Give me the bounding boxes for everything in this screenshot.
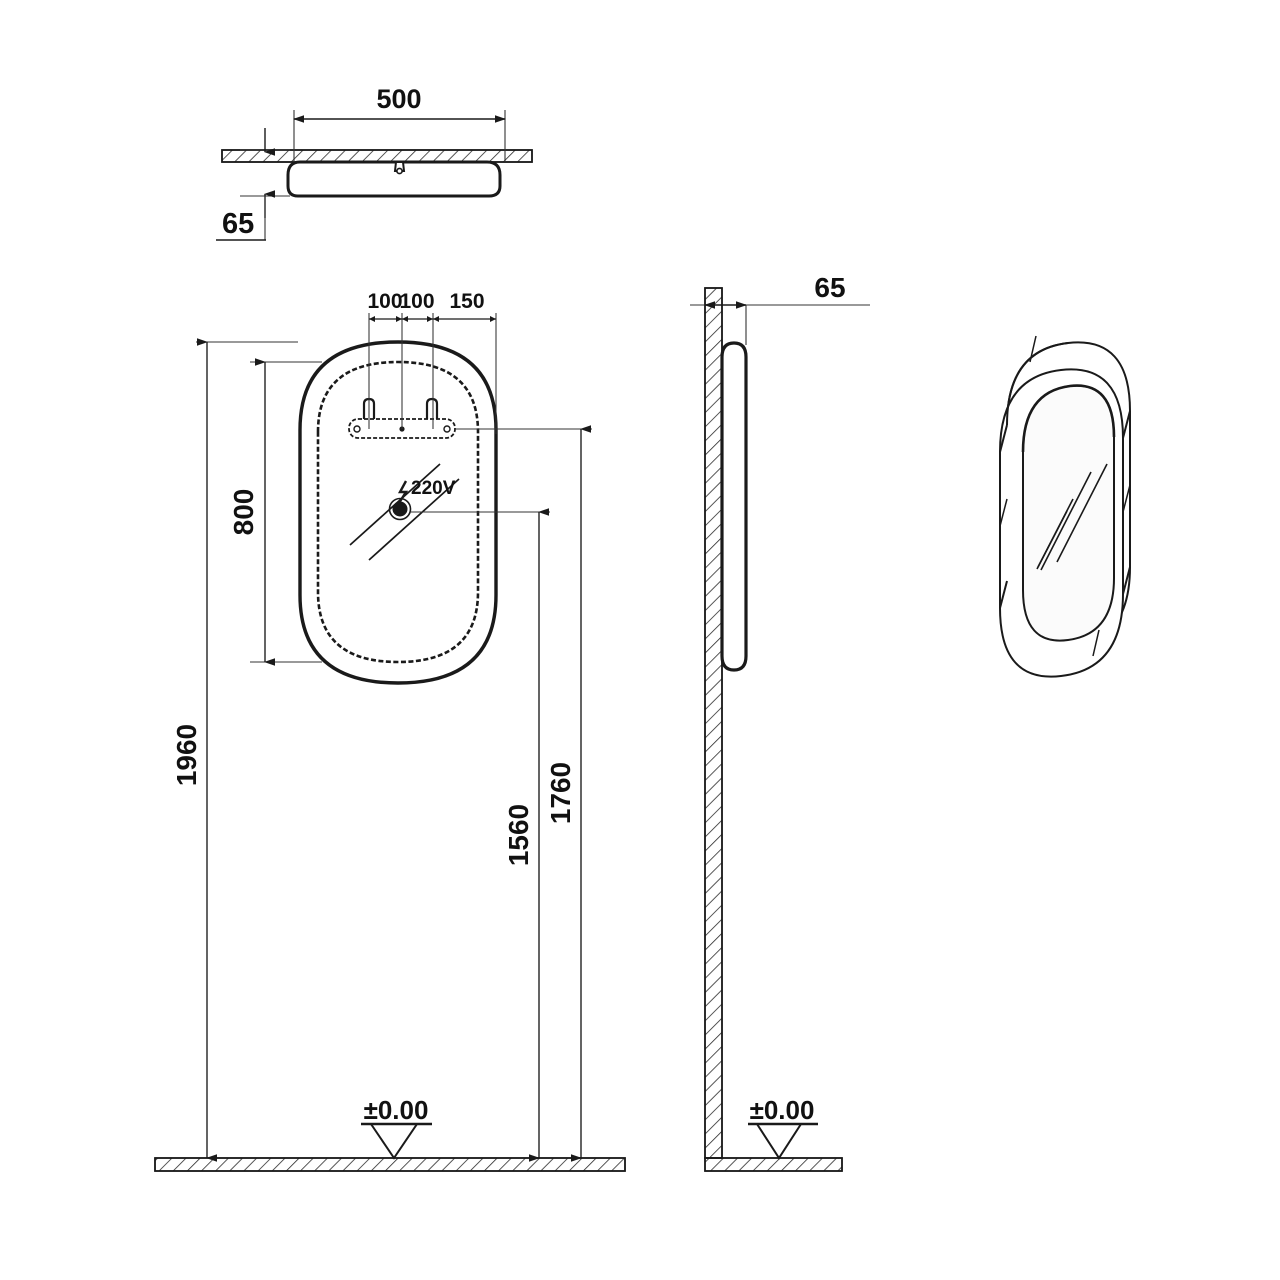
dimension-label-500: 500	[376, 84, 421, 114]
front-view-power-socket: 220V	[349, 463, 460, 561]
dimension-front-mirror-height: 800	[228, 358, 322, 666]
front-view-datum-marker: ±0.00	[361, 1095, 432, 1160]
dimension-front-socket-height: 1560	[410, 508, 550, 1162]
dimension-top-width: 500	[293, 84, 506, 162]
dimension-label-1560: 1560	[503, 804, 534, 866]
power-socket-label: 220V	[411, 478, 456, 499]
side-view-group: 65 ±0.00	[690, 272, 870, 1172]
datum-label-front: ±0.00	[364, 1095, 429, 1125]
dimension-label-65-top: 65	[222, 208, 254, 240]
dimension-label-1960: 1960	[171, 724, 202, 786]
dimension-label-800: 800	[228, 489, 259, 536]
side-view-wall	[704, 287, 723, 1159]
top-view-wall-section	[221, 149, 533, 163]
dimension-label-65-side: 65	[814, 272, 845, 303]
front-view-group: 220V 100 100 150 800	[154, 290, 626, 1172]
dimension-label-150: 150	[449, 290, 484, 313]
datum-label-side: ±0.00	[750, 1095, 815, 1125]
dimension-front-bracket-height: 1760	[455, 425, 592, 1162]
dimension-front-spacings: 100 100 150	[367, 290, 497, 434]
dimension-front-total-height: 1960	[171, 338, 298, 1162]
front-view-floor	[154, 1157, 626, 1172]
side-view-mirror-profile	[720, 341, 748, 672]
side-view-datum-marker: ±0.00	[748, 1095, 818, 1160]
dimension-top-depth: 65	[216, 128, 290, 241]
top-view-group: 500 65	[216, 84, 533, 241]
iso-view-group	[999, 335, 1131, 678]
dimension-label-1760: 1760	[545, 762, 576, 824]
dimension-side-depth: 65	[690, 272, 870, 345]
side-view-floor	[704, 1157, 843, 1172]
dimension-label-100-a: 100	[367, 290, 402, 313]
iso-view-mirror-glass	[1021, 384, 1116, 642]
top-view-mirror-profile	[286, 160, 502, 198]
dimension-label-100-b: 100	[399, 290, 434, 313]
iso-view-reflection-lines	[1036, 463, 1108, 571]
